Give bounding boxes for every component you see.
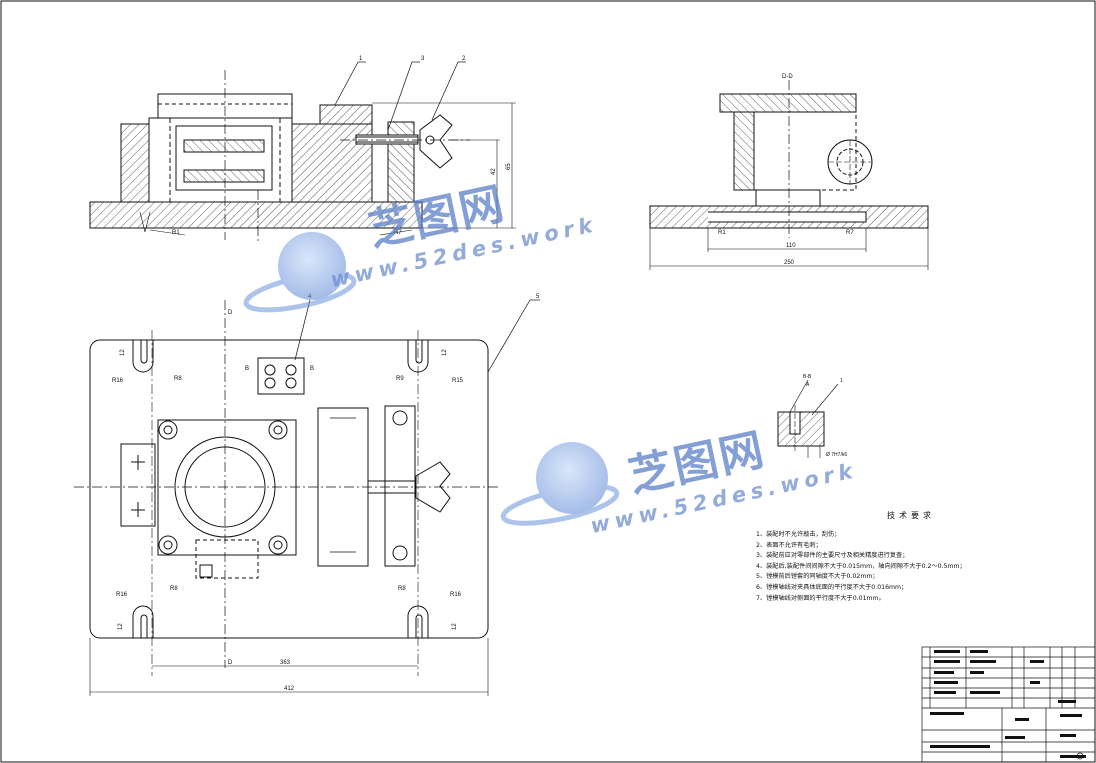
tol-left: R1 (172, 230, 180, 236)
r-label-2: R8 (174, 376, 182, 382)
r-label-8: R16 (450, 592, 462, 598)
dim-250: 250 (784, 260, 795, 266)
detail-part-a: A (806, 382, 810, 388)
mark-b-left: B (245, 366, 249, 372)
tol-left-dd: R1 (718, 230, 726, 236)
section-mark-bottom: D (228, 660, 233, 666)
side-section-view (649, 80, 929, 270)
detail-tolerance: Ø 7H7/k6 (826, 452, 847, 458)
watermark-globe-lower (500, 442, 620, 526)
tech-req-item: 2、表面不允许有毛刺； (756, 541, 822, 549)
mark-b-right: B (310, 366, 314, 372)
part-number-1: 1 (359, 56, 363, 62)
dim-363: 363 (280, 660, 291, 666)
tech-req-item: 7、镗模轴线对侧面的平行度不大于0.01mm。 (756, 594, 885, 602)
r-label-4: R15 (452, 378, 464, 384)
technical-requirements: 技术要求 1、装配时不允许敲击，刮伤； 2、表面不允许有毛刺； 3、装配前应对零… (756, 510, 1056, 604)
tol-right-dd: R7 (846, 230, 854, 236)
small-dim-2: 12 (442, 349, 448, 356)
dim-height-42: 42 (491, 168, 497, 175)
tech-req-item: 1、装配时不允许敲击，刮伤； (756, 531, 841, 538)
small-dim-4: 12 (452, 623, 458, 630)
dim-412: 412 (284, 686, 295, 692)
detail-section-bb (777, 379, 839, 458)
r-label-5: R16 (116, 592, 128, 598)
dim-110: 110 (786, 243, 796, 249)
tech-req-item: 6、镗模轴线对夹具体底面的平行度不大于0.016mm； (756, 583, 908, 591)
detail-section-label: B-B (803, 374, 812, 380)
section-label-dd: D-D (782, 74, 793, 80)
plan-view (74, 299, 540, 696)
r-label-7: R8 (398, 586, 406, 592)
small-dim-1: 12 (120, 349, 126, 356)
part-number-3: 3 (421, 56, 425, 62)
part-number-2: 2 (462, 56, 466, 62)
dim-height-65: 65 (506, 163, 512, 170)
section-mark-top: D (228, 310, 233, 316)
tech-req-item: 4、装配后,装配件间间隙不大于0.015mm，轴向间隙不大于0.2～0.5mm； (756, 562, 966, 570)
r-label-3: R9 (396, 376, 404, 382)
detail-part-number: 1 (840, 378, 843, 384)
tech-req-item: 5、镗模前后镗套的同轴度不大于0.02mm； (756, 573, 879, 581)
r-label-6: R8 (170, 586, 178, 592)
tech-req-title: 技术要求 (887, 511, 935, 520)
front-section-view (89, 61, 516, 242)
tol-right: R7 (394, 230, 402, 236)
tech-req-item: 3、装配前应对零部件的主要尺寸及相关精度进行复查； (756, 552, 909, 560)
small-dim-3: 12 (118, 623, 124, 630)
part-number-5: 5 (536, 294, 540, 300)
watermark-globe-upper (243, 232, 357, 313)
r-label-1: R16 (112, 378, 124, 384)
title-block (921, 646, 1096, 763)
